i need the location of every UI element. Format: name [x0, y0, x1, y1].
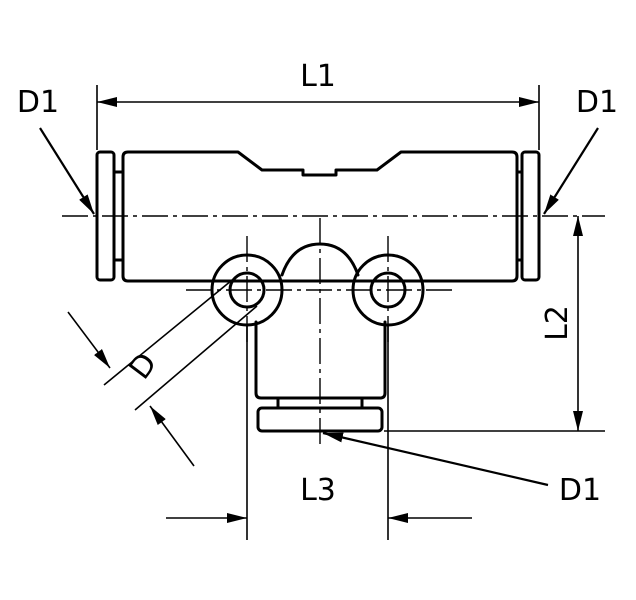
d1-bottom-leader: [322, 431, 549, 487]
d-label: D: [122, 347, 164, 387]
d-leader-lower: [149, 405, 195, 467]
callout-d1-left: D1: [17, 85, 95, 215]
dimension-l1: L1: [96, 59, 540, 150]
dimension-d: D: [67, 275, 258, 467]
callout-d1-right: D1: [543, 85, 618, 215]
d1-right-label: D1: [576, 85, 618, 120]
l3-label: L3: [300, 473, 336, 508]
d1-right-leader: [543, 127, 599, 215]
center-lines: [62, 215, 605, 445]
callout-d1-bottom: D1: [322, 431, 601, 508]
dimension-l3: L3: [166, 325, 472, 540]
d1-left-label: D1: [17, 85, 59, 120]
d-leader-upper: [67, 311, 111, 369]
d-extension-lower: [134, 305, 258, 411]
d1-left-leader: [39, 127, 95, 215]
dimension-l2: L2: [384, 216, 605, 432]
d1-bottom-label: D1: [559, 473, 601, 508]
d-extension-upper: [103, 275, 238, 386]
fitting-body: [95, 150, 541, 433]
l2-label: L2: [540, 305, 575, 341]
l1-label: L1: [300, 59, 336, 94]
main-tube-outline: [121, 150, 519, 283]
